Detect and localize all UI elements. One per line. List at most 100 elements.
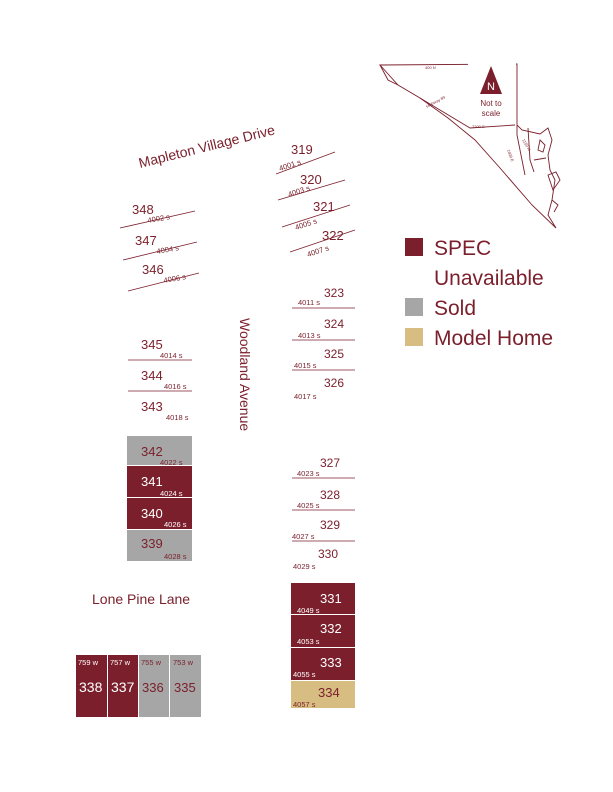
legend-model-swatch (405, 328, 423, 346)
lot-320[interactable]: 320 4003 s (287, 172, 322, 199)
inset-road-mid-label: 7200 S (472, 124, 485, 129)
lot-number: 330 (318, 547, 338, 561)
lot-343[interactable]: 343 4018 s (141, 399, 189, 422)
inset-road-side-label: 1150 N (521, 138, 532, 152)
street-lone-pine-lane: Lone Pine Lane (92, 591, 190, 607)
lot-342[interactable]: 342 4022 s (127, 436, 192, 467)
legend: SPEC Unavailable Sold Model Home (405, 237, 553, 350)
legend-sold-swatch (405, 298, 423, 316)
lot-address: 4006 s (163, 272, 187, 285)
lot-341[interactable]: 341 4024 s (127, 466, 192, 498)
lot-address: 4049 s (297, 606, 320, 615)
lot-number: 338 (79, 679, 103, 695)
lot-number: 346 (142, 262, 164, 277)
lot-number: 340 (141, 506, 163, 521)
lot-number: 331 (320, 591, 342, 606)
lot-322[interactable]: 322 4007 s (306, 228, 344, 259)
north-marker: N Not to scale (468, 62, 516, 124)
lot-335[interactable]: 753 w 335 (170, 655, 201, 717)
lot-336[interactable]: 755 w 336 (139, 655, 169, 717)
lot-status-fill (127, 436, 192, 465)
lot-address: 755 w (141, 658, 162, 667)
lot-address: 4001 s (278, 157, 302, 173)
lot-address: 753 w (173, 658, 194, 667)
lot-address: 4055 s (293, 670, 316, 679)
lot-number: 348 (132, 202, 154, 217)
north-arrow-icon (480, 66, 502, 94)
inset-road-top-label: 400 N (425, 65, 436, 70)
lot-status-fill (139, 655, 169, 717)
lot-address: 4022 s (160, 458, 183, 467)
lot-number: 325 (324, 347, 344, 361)
lot-group-319-322 (275, 151, 356, 253)
lot-332[interactable]: 332 4053 s (291, 615, 355, 647)
north-label: N (487, 81, 495, 93)
lot-group-323-326 (292, 307, 355, 371)
lot-status-fill (170, 655, 201, 717)
inset-road-right-label: 1600 E (506, 149, 515, 163)
lot-status-fill (291, 681, 355, 708)
lot-status-fill (291, 583, 355, 614)
lot-status-fill (127, 498, 192, 529)
lot-number: 328 (320, 488, 340, 502)
lot-address: 4028 s (164, 552, 187, 561)
lot-address: 4014 s (160, 351, 183, 360)
lot-number: 336 (142, 680, 164, 695)
lot-324[interactable]: 324 4013 s (298, 317, 344, 340)
lot-344[interactable]: 344 4016 s (141, 368, 187, 391)
lot-status-fill (291, 615, 355, 647)
lot-319[interactable]: 319 4001 s (278, 142, 313, 173)
legend-spec-label: SPEC (434, 237, 491, 260)
lot-address: 4015 s (294, 361, 317, 370)
lot-338[interactable]: 759 w 338 (76, 655, 107, 717)
lot-345[interactable]: 345 4014 s (141, 337, 183, 360)
scale-note-line2: scale (482, 109, 501, 118)
lot-number: 341 (141, 474, 163, 489)
lot-address: 4013 s (298, 331, 321, 340)
lot-333[interactable]: 333 4055 s (291, 648, 355, 680)
lot-number: 320 (300, 172, 322, 187)
lot-321[interactable]: 321 4005 s (294, 199, 335, 232)
lot-339[interactable]: 339 4028 s (127, 530, 192, 561)
lot-status-fill (127, 530, 192, 561)
lot-number: 344 (141, 368, 163, 383)
lot-327[interactable]: 327 4023 s (297, 456, 340, 478)
lot-number: 327 (320, 456, 340, 470)
lot-number: 333 (320, 655, 342, 670)
lot-326[interactable]: 326 4017 s (294, 376, 344, 401)
lot-346[interactable]: 346 4006 s (142, 262, 187, 285)
lot-number: 345 (141, 337, 163, 352)
lot-329[interactable]: 329 4027 s (292, 518, 340, 541)
lot-address: 4011 s (298, 298, 320, 307)
lot-340[interactable]: 340 4026 s (127, 498, 192, 529)
lot-address: 4005 s (294, 216, 318, 232)
lot-address: 4029 s (293, 562, 316, 571)
street-woodland-avenue: Woodland Avenue (237, 318, 253, 431)
lot-number: 326 (324, 376, 344, 390)
lot-number: 339 (141, 536, 163, 551)
lot-348[interactable]: 348 4002 s (132, 202, 171, 225)
lot-331[interactable]: 331 4049 s (291, 583, 355, 615)
lot-address: 4017 s (294, 392, 317, 401)
lot-number: 319 (291, 142, 313, 157)
lot-status-fill (291, 648, 355, 680)
lot-334[interactable]: 334 4057 s (291, 681, 355, 709)
lot-number: 322 (322, 228, 344, 243)
lot-address: 4018 s (166, 413, 189, 422)
lot-325[interactable]: 325 4015 s (294, 347, 344, 370)
legend-model-label: Model Home (434, 327, 553, 350)
lot-347[interactable]: 347 4004 s (135, 233, 180, 256)
lot-address: 4057 s (293, 700, 316, 709)
street-mapleton-village-drive: Mapleton Village Drive (137, 122, 277, 171)
lot-status-fill (127, 466, 192, 497)
lot-number: 321 (313, 199, 335, 214)
lot-number: 324 (324, 317, 344, 331)
legend-spec-swatch (405, 238, 423, 256)
inset-road-diagonal-label: Highway 89 (425, 94, 446, 109)
lot-number: 343 (141, 399, 163, 414)
lot-330[interactable]: 330 4029 s (293, 547, 338, 571)
lot-328[interactable]: 328 4025 s (297, 488, 340, 510)
lot-323[interactable]: 323 4011 s (298, 286, 344, 307)
lot-337[interactable]: 757 w 337 (108, 655, 138, 717)
